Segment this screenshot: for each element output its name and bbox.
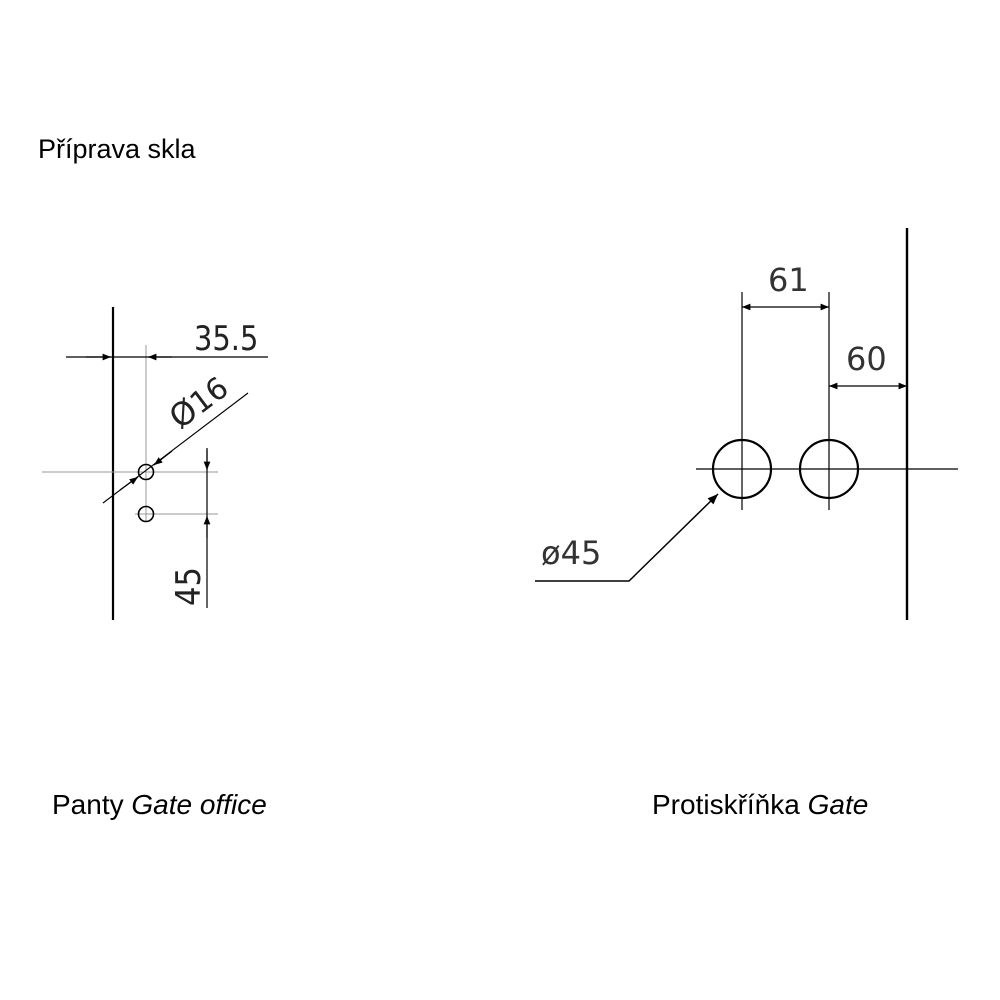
dim-45-text: 45: [168, 567, 208, 606]
strike-box-drawing: 61 60 ø45: [535, 228, 958, 620]
caption-hinge: Panty Gate office: [52, 789, 267, 821]
hinge-hole-1: [137, 463, 155, 481]
hinge-hole-2: [137, 505, 155, 523]
caption-hinge-italic: Gate office: [131, 789, 267, 820]
caption-strike-box-italic: Gate: [807, 789, 869, 820]
page-title: Příprava skla: [38, 134, 196, 164]
caption-strike-box: Protiskříňka Gate: [652, 789, 868, 821]
caption-hinge-plain: Panty: [52, 789, 124, 820]
dim-35-5-text: 35.5: [194, 320, 258, 359]
dim-diameter-45-text: ø45: [541, 534, 601, 572]
strike-hole-2: [798, 438, 860, 500]
dim-61-text: 61: [768, 261, 809, 299]
strike-hole-1: [711, 438, 773, 500]
caption-strike-box-plain: Protiskříňka: [652, 789, 800, 820]
hinge-drawing: 35.5 Ø 16 45: [42, 307, 268, 620]
dim-diameter-45-leader: [535, 493, 719, 582]
dim-60-text: 60: [846, 340, 887, 378]
